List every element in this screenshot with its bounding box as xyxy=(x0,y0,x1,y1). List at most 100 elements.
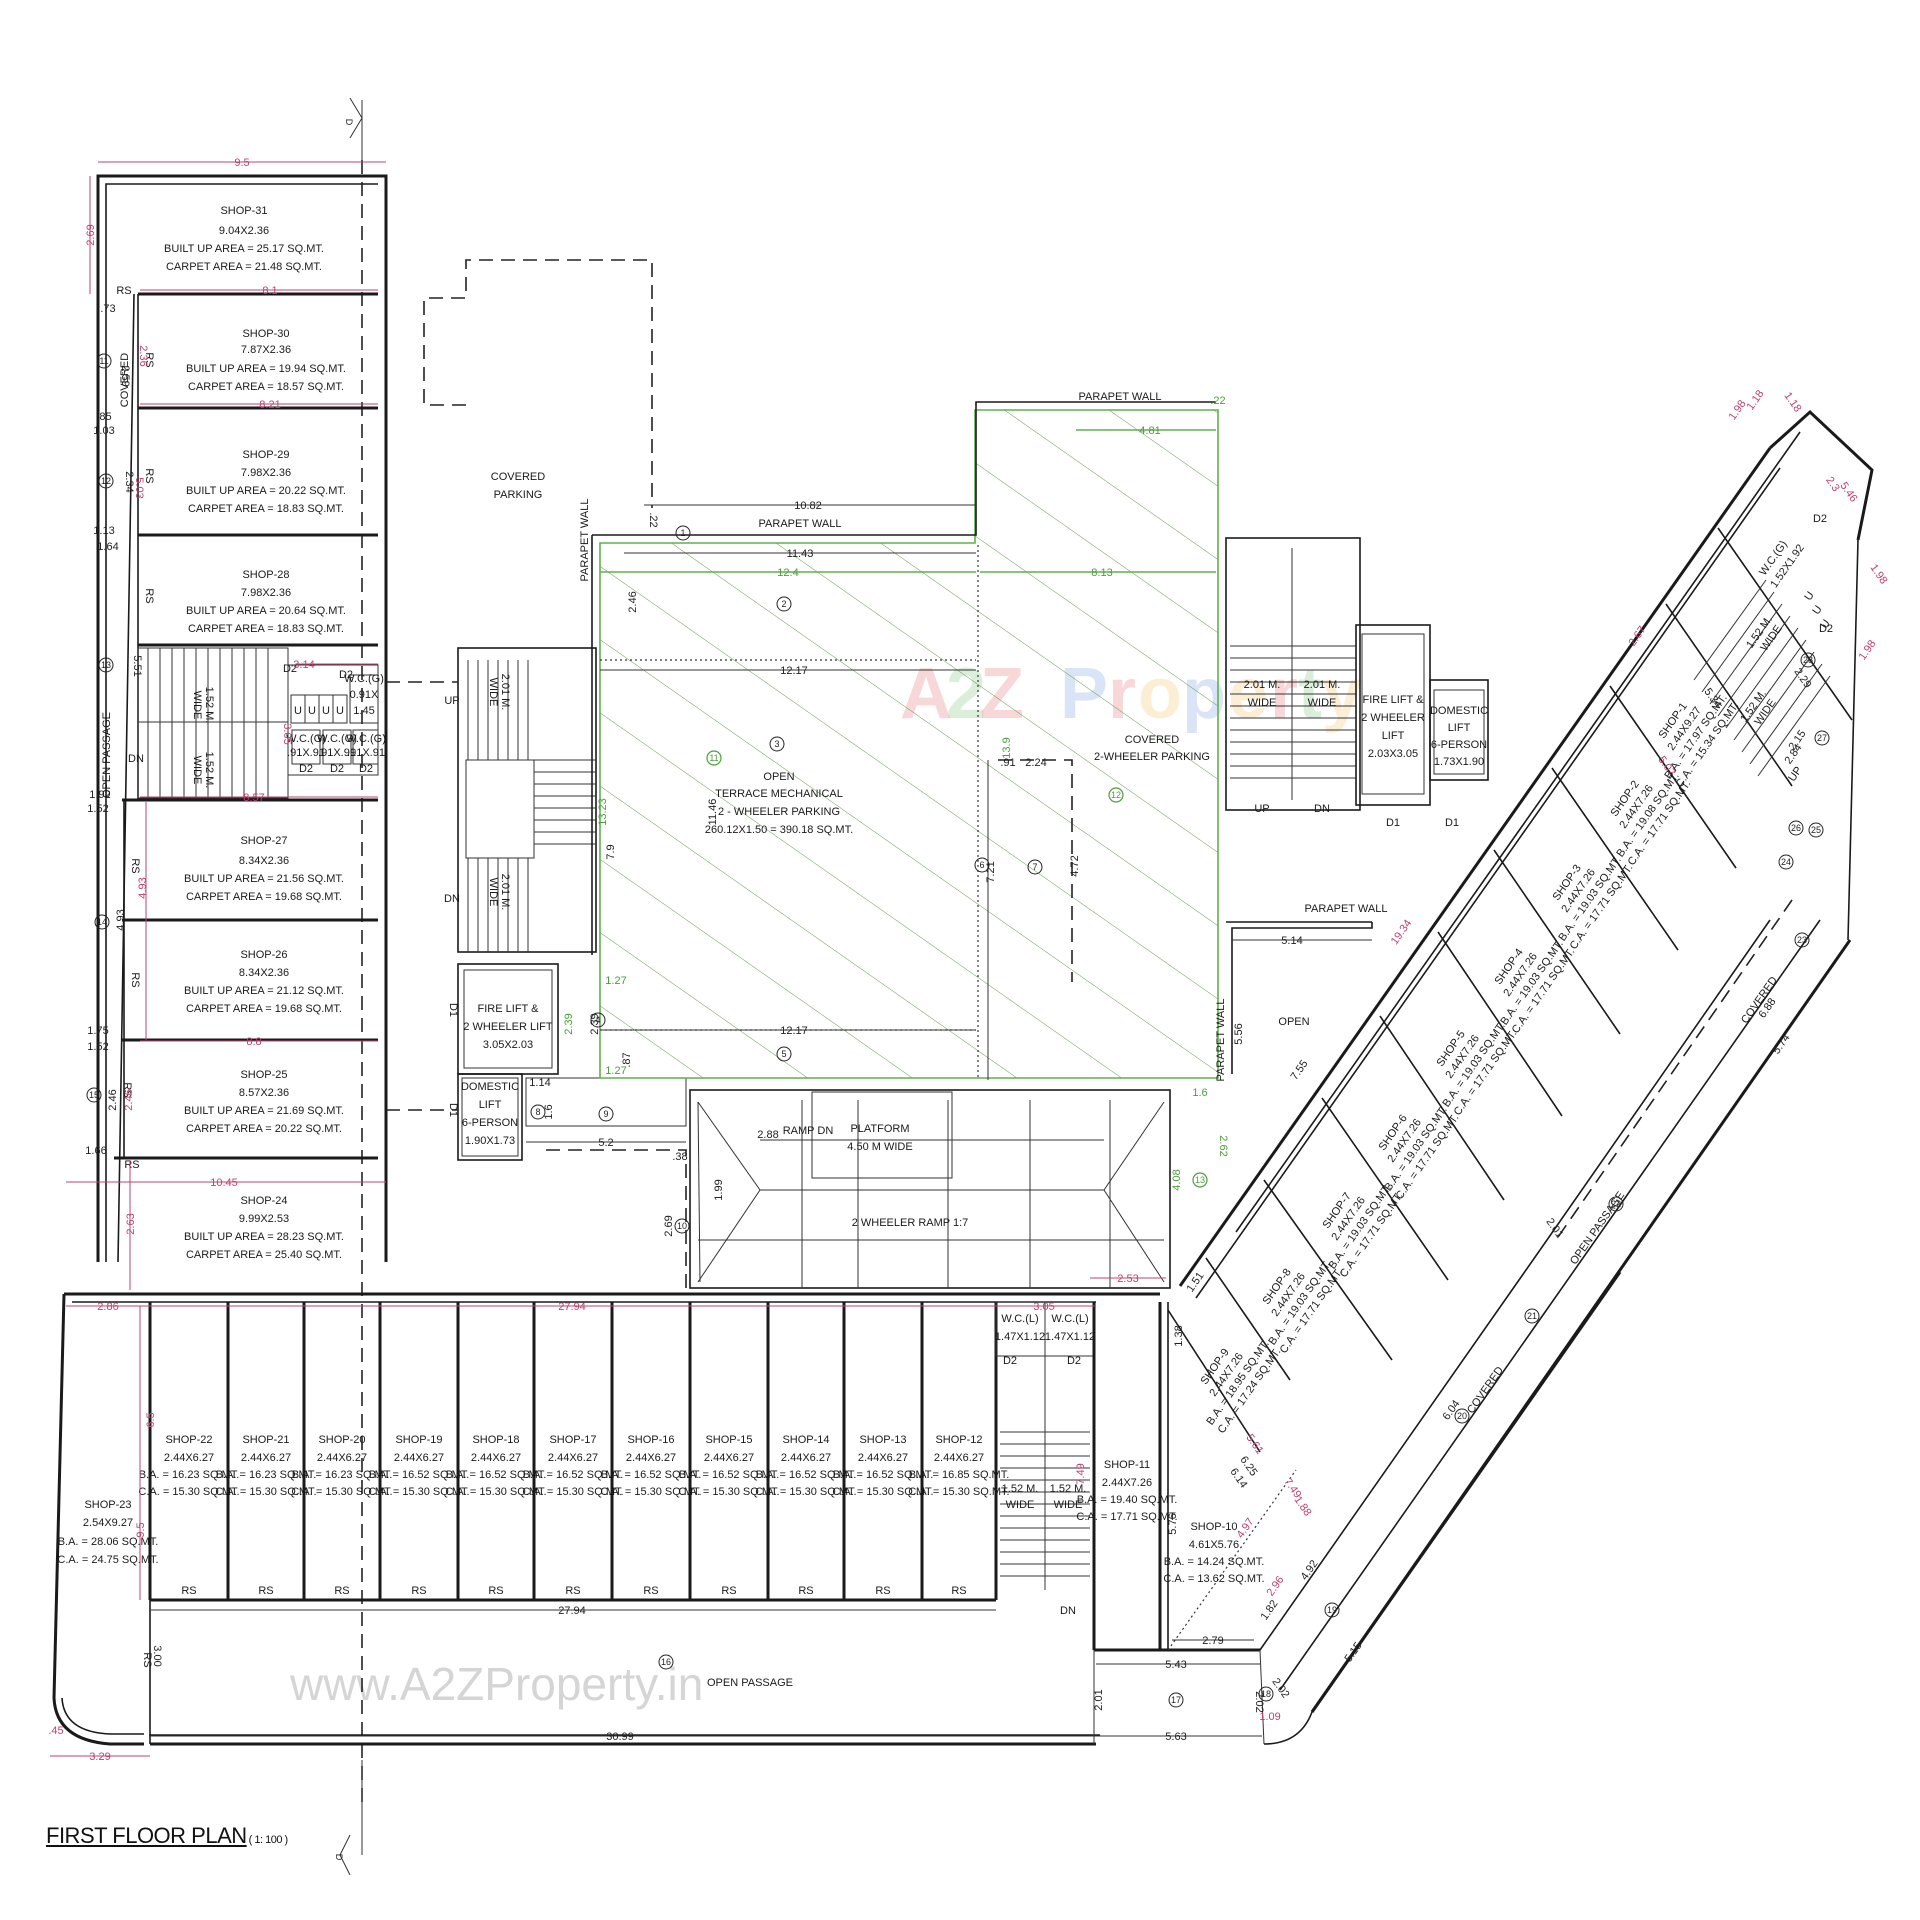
svg-text:B.A. = 16.52 SQ.MT.: B.A. = 16.52 SQ.MT. xyxy=(601,1469,702,1481)
svg-text:27.94: 27.94 xyxy=(558,1301,586,1313)
svg-text:COVERED: COVERED xyxy=(119,353,131,407)
svg-text:12: 12 xyxy=(101,476,111,486)
svg-text:1.92: 1.92 xyxy=(89,789,110,801)
svg-text:B.A. = 16.52 SQ.MT.: B.A. = 16.52 SQ.MT. xyxy=(523,1469,624,1481)
svg-text:5.61: 5.61 xyxy=(1243,1432,1265,1456)
svg-text:8.21: 8.21 xyxy=(259,399,280,411)
svg-text:SHOP-31: SHOP-31 xyxy=(220,205,267,217)
svg-text:BUILT UP AREA = 28.23 SQ.MT.: BUILT UP AREA = 28.23 SQ.MT. xyxy=(184,1231,344,1243)
svg-text:13.23: 13.23 xyxy=(597,798,609,826)
shop-15: SHOP-15 2.44X6.27 B.A. = 16.52 SQ.MT. C.… xyxy=(678,1434,779,1597)
svg-text:0.91X: 0.91X xyxy=(350,689,379,701)
bottom-row-shop-labels: SHOP-23 2.54X9.27 B.A. = 28.06 SQ.MT. C.… xyxy=(57,1434,1264,1597)
shop-20: SHOP-20 2.44X6.27 B.A. = 16.23 SQ.MT. C.… xyxy=(291,1434,392,1597)
svg-text:OPEN PASSAGE: OPEN PASSAGE xyxy=(707,1677,793,1689)
svg-text:SHOP-12: SHOP-12 xyxy=(935,1434,982,1446)
svg-text:19.34: 19.34 xyxy=(1389,918,1415,947)
svg-text:1.88: 1.88 xyxy=(1291,1494,1313,1518)
svg-text:2.44X6.27: 2.44X6.27 xyxy=(858,1452,908,1464)
svg-text:1.82: 1.82 xyxy=(1258,1598,1280,1622)
svg-text:B.A. = 28.06 SQ.MT.: B.A. = 28.06 SQ.MT. xyxy=(58,1536,159,1548)
shop-24: SHOP-24 9.99X2.53 BUILT UP AREA = 28.23 … xyxy=(184,1195,344,1261)
svg-text:10: 10 xyxy=(677,1221,687,1231)
svg-text:D2: D2 xyxy=(359,763,373,775)
svg-text:5.76: 5.76 xyxy=(1167,1513,1179,1534)
svg-text:1.18: 1.18 xyxy=(1744,388,1766,412)
svg-text:RS: RS xyxy=(121,1082,133,1097)
svg-text:RS: RS xyxy=(116,285,131,297)
svg-text:C.A. = 15.30 SQ.MT.: C.A. = 15.30 SQ.MT. xyxy=(138,1486,239,1498)
svg-text:W.C.(G): W.C.(G) xyxy=(346,733,386,745)
svg-text:15: 15 xyxy=(89,1090,99,1100)
svg-text:1.47X1.12: 1.47X1.12 xyxy=(995,1331,1045,1343)
svg-text:WIDE: WIDE xyxy=(191,691,203,720)
svg-text:RS: RS xyxy=(721,1585,736,1597)
svg-text:1.14: 1.14 xyxy=(529,1077,550,1089)
svg-text:27: 27 xyxy=(1817,733,1827,743)
svg-text:2.44X6.27: 2.44X6.27 xyxy=(471,1452,521,1464)
svg-text:1.52: 1.52 xyxy=(87,803,108,815)
right-core: 2.01 M. WIDE 2.01 M. WIDE UP DN FIRE LIF… xyxy=(1225,537,1489,829)
svg-text:1.52 M.: 1.52 M. xyxy=(1050,1483,1087,1495)
svg-text:3.05: 3.05 xyxy=(1033,1301,1054,1313)
svg-text:W.C.(G): W.C.(G) xyxy=(344,673,384,685)
diagonal-wing: W.C.(G) 1.52X1.92 U U U 1.52 M. WIDE 1.5… xyxy=(1178,409,1874,1713)
svg-text:2.02: 2.02 xyxy=(1253,1691,1265,1712)
svg-text:SHOP-21: SHOP-21 xyxy=(242,1434,289,1446)
svg-text:PARAPET WALL: PARAPET WALL xyxy=(1215,999,1227,1082)
svg-text:2: 2 xyxy=(781,599,786,609)
svg-text:SHOP-25: SHOP-25 xyxy=(240,1069,287,1081)
svg-text:2.34: 2.34 xyxy=(123,471,135,492)
svg-text:.91X.91: .91X.91 xyxy=(347,747,385,759)
svg-text:SHOP-23: SHOP-23 xyxy=(84,1499,131,1511)
svg-text:2.63: 2.63 xyxy=(125,1213,137,1234)
svg-text:UP: UP xyxy=(444,695,459,707)
svg-text:RS: RS xyxy=(129,858,141,873)
left-stair: 1.52 M. WIDE 1.52 M. WIDE DN xyxy=(128,647,289,799)
svg-text:1.27: 1.27 xyxy=(605,1065,626,1077)
svg-text:6-PERSON: 6-PERSON xyxy=(1431,739,1487,751)
svg-text:U: U xyxy=(294,705,302,717)
svg-text:SHOP-29: SHOP-29 xyxy=(242,449,289,461)
svg-text:BUILT UP AREA = 25.17 SQ.MT.: BUILT UP AREA = 25.17 SQ.MT. xyxy=(164,243,324,255)
svg-text:SHOP-15: SHOP-15 xyxy=(705,1434,752,1446)
svg-text:W.C.(G): W.C.(G) xyxy=(286,733,326,745)
svg-text:16: 16 xyxy=(661,1657,671,1667)
shop-19: SHOP-19 2.44X6.27 B.A. = 16.52 SQ.MT. C.… xyxy=(368,1434,469,1597)
svg-text:C.A. = 15.30 SQ.MT.: C.A. = 15.30 SQ.MT. xyxy=(678,1486,779,1498)
svg-text:27.94: 27.94 xyxy=(558,1605,586,1617)
svg-text:U: U xyxy=(336,705,344,717)
svg-text:LIFT: LIFT xyxy=(479,1099,502,1111)
svg-text:FIRE LIFT &: FIRE LIFT & xyxy=(1363,694,1425,706)
svg-text:SHOP-11: SHOP-11 xyxy=(1104,1459,1150,1471)
svg-text:RS: RS xyxy=(124,1159,139,1171)
svg-text:8.57X2.36: 8.57X2.36 xyxy=(239,1087,289,1099)
svg-text:BUILT UP AREA = 20.64 SQ.MT.: BUILT UP AREA = 20.64 SQ.MT. xyxy=(186,605,346,617)
svg-text:RS: RS xyxy=(488,1585,503,1597)
drawing-title-text: FIRST FLOOR PLAN xyxy=(46,1823,247,1848)
shop-23: SHOP-23 2.54X9.27 B.A. = 28.06 SQ.MT. C.… xyxy=(57,1499,158,1566)
svg-text:LIFT: LIFT xyxy=(1448,722,1471,734)
central-core: UP DN 2.01 M. WIDE 2.01 M. WIDE FIRE LIF… xyxy=(386,647,687,1290)
svg-text:2.44X6.27: 2.44X6.27 xyxy=(934,1452,984,1464)
svg-text:2.59: 2.59 xyxy=(119,365,131,386)
open-area: OPEN PARAPET WALL PARAPET WALL xyxy=(1215,903,1387,1081)
svg-text:5.14: 5.14 xyxy=(1281,935,1302,947)
svg-text:28: 28 xyxy=(1803,655,1813,665)
svg-text:12: 12 xyxy=(1111,790,1121,800)
svg-text:BUILT UP AREA = 21.56 SQ.MT.: BUILT UP AREA = 21.56 SQ.MT. xyxy=(184,873,344,885)
svg-text:5.56: 5.56 xyxy=(1233,1023,1245,1044)
svg-text:2.46: 2.46 xyxy=(107,1089,119,1110)
svg-text:5.2: 5.2 xyxy=(598,1137,613,1149)
svg-text:RS: RS xyxy=(181,1585,196,1597)
svg-text:BUILT UP AREA = 21.12 SQ.MT.: BUILT UP AREA = 21.12 SQ.MT. xyxy=(184,985,344,997)
svg-text:1.75: 1.75 xyxy=(87,1025,108,1037)
svg-text:B.A. = 16.52 SQ.MT.: B.A. = 16.52 SQ.MT. xyxy=(756,1469,857,1481)
svg-text:.85: .85 xyxy=(96,411,111,423)
svg-text:CARPET AREA = 18.83 SQ.MT.: CARPET AREA = 18.83 SQ.MT. xyxy=(188,503,344,515)
svg-text:11: 11 xyxy=(709,753,718,763)
svg-text:COVERED: COVERED xyxy=(491,471,545,483)
svg-text:B.A. = 16.52 SQ.MT.: B.A. = 16.52 SQ.MT. xyxy=(833,1469,934,1481)
svg-text:5.43: 5.43 xyxy=(1165,1659,1186,1671)
